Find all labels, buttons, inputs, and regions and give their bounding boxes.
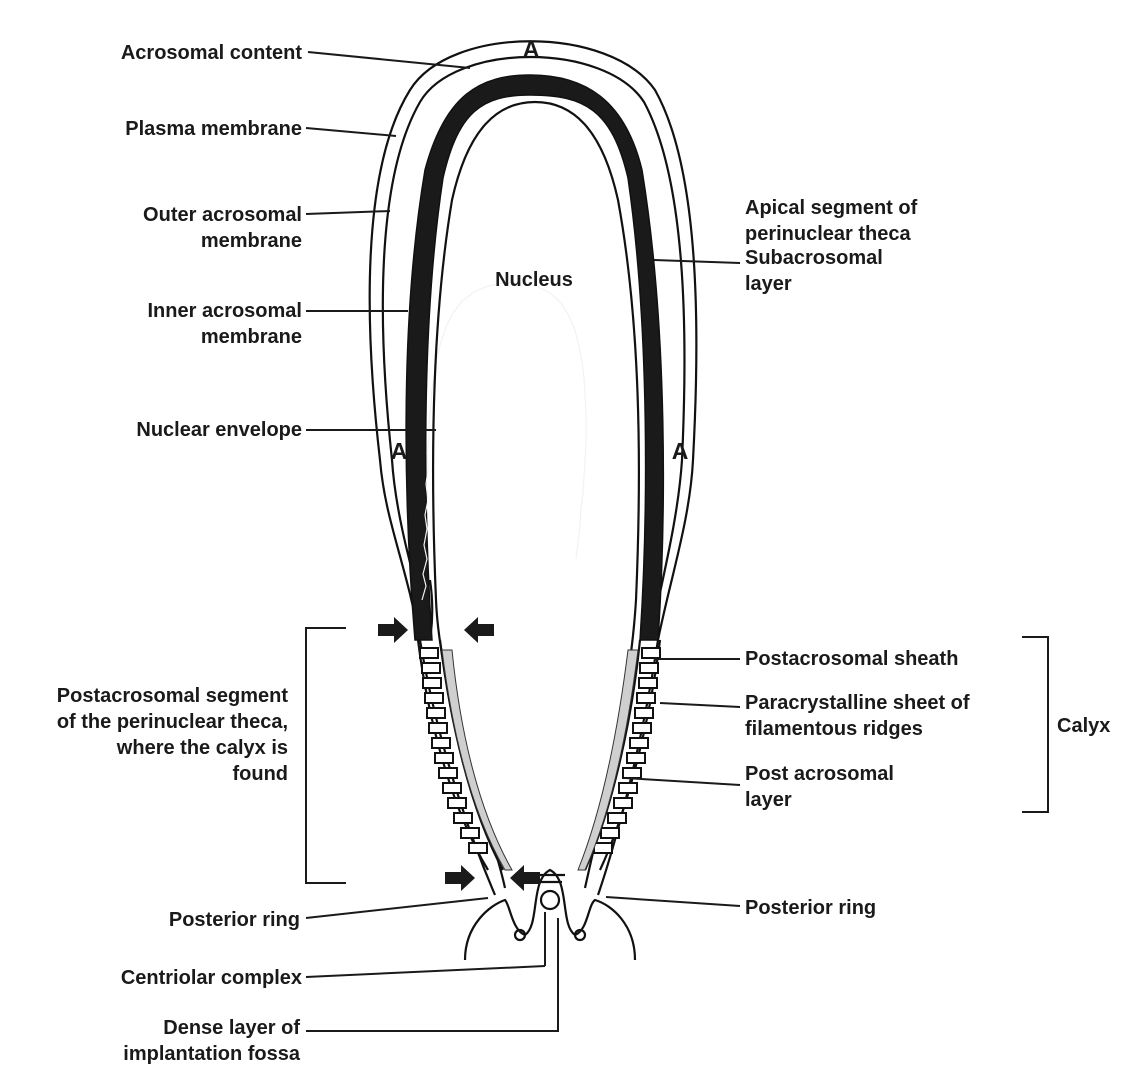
calyx-ridges-left	[418, 640, 512, 870]
label-posterior-ring-left: Posterior ring	[169, 909, 300, 931]
label-paracrystalline-1: Paracrystalline sheet of	[745, 692, 970, 714]
label-calyx: Calyx	[1057, 715, 1110, 737]
label-postacrosomal-segment-4: found	[232, 763, 288, 785]
arrow-right-upper	[464, 617, 494, 643]
label-outer-acrosomal-2: membrane	[201, 230, 302, 252]
label-subacrosomal-1: Subacrosomal	[745, 247, 883, 269]
label-inner-acrosomal-2: membrane	[201, 326, 302, 348]
label-postacrosomal-segment-2: of the perinuclear theca,	[57, 711, 288, 733]
arrow-right-lower	[510, 865, 540, 891]
label-dense-layer-1: Dense layer of	[163, 1017, 300, 1039]
label-postacrosomal-sheath: Postacrosomal sheath	[745, 648, 958, 670]
theca-texture	[422, 283, 586, 600]
label-acrosome-left: A	[391, 438, 408, 464]
label-apical-segment-2: perinuclear theca	[745, 223, 912, 245]
calyx-ridges-right	[578, 640, 660, 870]
label-apical-segment-1: Apical segment of	[745, 197, 918, 219]
left-bracket	[306, 628, 346, 883]
arrow-left-upper	[378, 617, 408, 643]
label-paracrystalline-2: filamentous ridges	[745, 718, 923, 740]
label-acrosome-right: A	[672, 438, 689, 464]
label-outer-acrosomal-1: Outer acrosomal	[143, 204, 302, 226]
label-acrosome-top: A	[523, 36, 540, 62]
calyx-bracket	[1022, 637, 1048, 812]
label-nuclear-envelope: Nuclear envelope	[136, 419, 302, 441]
label-nucleus: Nucleus	[495, 269, 573, 291]
label-postacrosomal-segment-3: where the calyx is	[116, 737, 288, 759]
label-posterior-ring-right: Posterior ring	[745, 897, 876, 919]
centriole	[541, 891, 559, 909]
arrow-left-lower	[445, 865, 475, 891]
label-acrosomal-content: Acrosomal content	[121, 42, 302, 64]
sperm-head-outline	[370, 41, 697, 960]
label-post-acrosomal-layer-1: Post acrosomal	[745, 763, 894, 785]
label-dense-layer-2: implantation fossa	[123, 1043, 301, 1065]
label-subacrosomal-2: layer	[745, 273, 792, 295]
labels: Acrosomal content Plasma membrane Outer …	[57, 36, 1111, 1065]
label-post-acrosomal-layer-2: layer	[745, 789, 792, 811]
label-centriolar-complex: Centriolar complex	[121, 967, 302, 989]
apical-perinuclear-theca-band	[406, 75, 663, 640]
label-postacrosomal-segment-1: Postacrosomal segment	[57, 685, 289, 707]
label-plasma-membrane: Plasma membrane	[125, 118, 302, 140]
label-inner-acrosomal-1: Inner acrosomal	[147, 300, 302, 322]
